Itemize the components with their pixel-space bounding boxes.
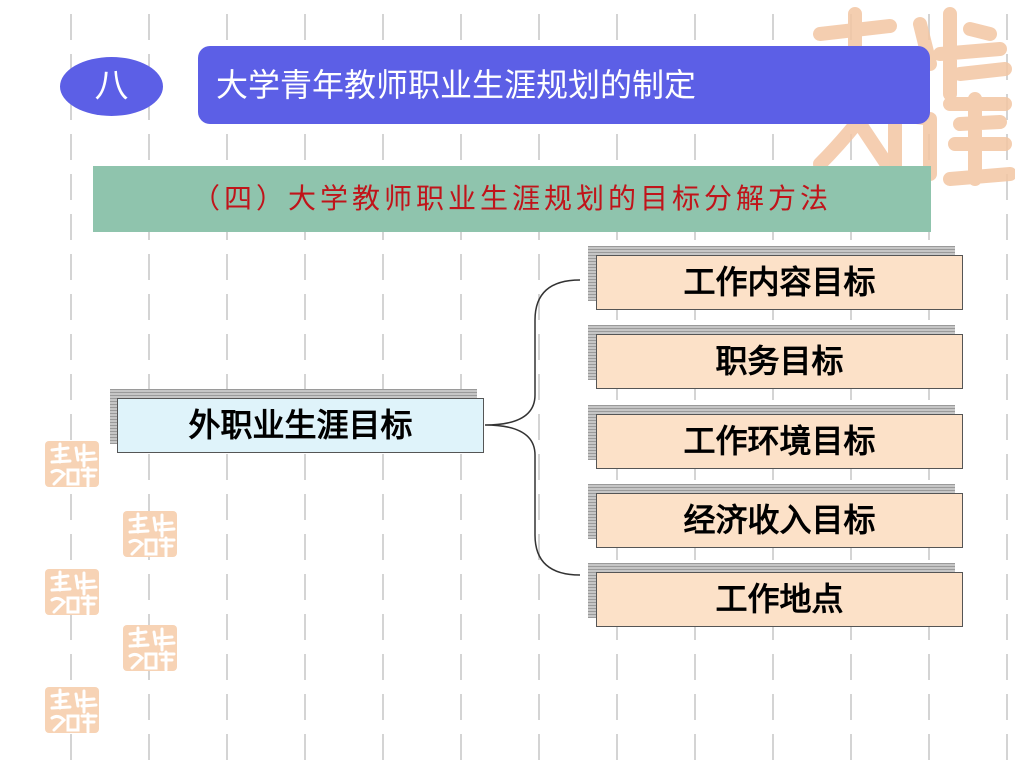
root-node: 外职业生涯目标: [117, 398, 484, 453]
child-node-location: 工作地点: [596, 572, 963, 627]
slide-subtitle: （四）大学教师职业生涯规划的目标分解方法: [93, 166, 931, 232]
child-node-position: 职务目标: [596, 334, 963, 389]
auspicious-seal-icon: [45, 569, 99, 616]
child-node-work-content: 工作内容目标: [596, 255, 963, 310]
section-number-badge: 八: [60, 57, 163, 116]
child-node-environment: 工作环境目标: [596, 414, 963, 469]
auspicious-seal-icon: [45, 441, 99, 488]
auspicious-seal-icon: [123, 625, 177, 672]
bracket-connector: [484, 279, 581, 576]
slide-title: 大学青年教师职业生涯规划的制定: [198, 46, 930, 124]
auspicious-seal-icon: [123, 511, 177, 558]
child-node-income: 经济收入目标: [596, 493, 963, 548]
auspicious-seal-icon: [45, 687, 99, 734]
